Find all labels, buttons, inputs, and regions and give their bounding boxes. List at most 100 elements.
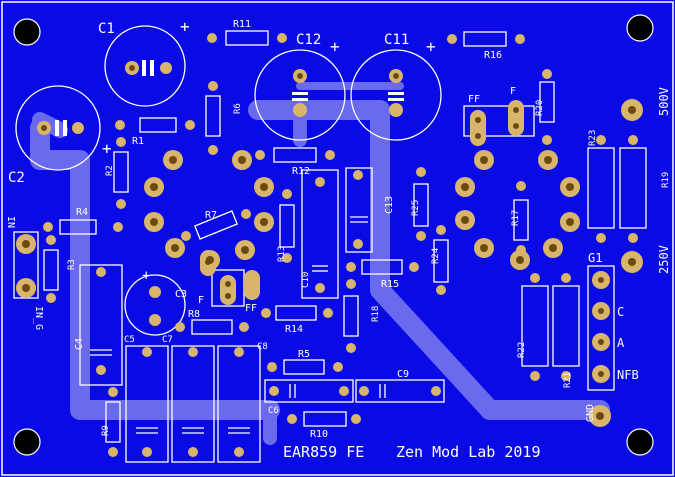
lead [409,262,419,272]
pad-c11-minus [389,103,403,117]
r11-outline [225,30,269,46]
hole [41,125,47,131]
lead [596,233,606,243]
r21-outline [552,285,580,367]
lead [315,177,325,187]
label-ff-left: FF [245,303,257,314]
lead [282,189,292,199]
r2-outline [113,151,129,193]
mounting-hole-bl [13,428,41,456]
lead [353,239,363,249]
label-c-pin: C [617,305,624,319]
r1-outline [139,117,177,133]
label-r10: R10 [310,429,328,440]
label-r2: R2 [105,165,115,176]
lead [108,447,118,457]
pad-c12-minus [293,103,307,117]
lead [142,347,152,357]
label-in: IN [5,216,16,228]
lead [333,362,343,372]
c4-outline [79,264,123,386]
c9-outline [355,379,445,403]
label-c6: C6 [268,406,279,416]
label-plus-c1: + [180,17,190,36]
label-plus-c2: + [102,139,112,158]
hole [544,156,552,164]
lead [208,81,218,91]
hole [150,183,158,191]
r19-outline [619,147,647,229]
hole [598,339,604,345]
hole [598,308,604,314]
hole [393,73,399,79]
lead [207,33,217,43]
hole [260,218,268,226]
hole [22,284,30,292]
label-500v: 500V [657,87,671,116]
cap-symbols [55,60,404,136]
label-plus-c12: + [330,37,340,56]
lead [530,371,540,381]
hole [480,244,488,252]
r20-outline [539,81,555,123]
lead [255,150,265,160]
label-c7: C7 [162,335,173,345]
c12-symbol-2 [292,98,308,101]
r8-outline [191,319,233,335]
hole [238,156,246,164]
label-c12: C12 [296,32,321,48]
hole [549,244,557,252]
lead [359,386,369,396]
label-r14: R14 [285,324,303,335]
label-r16: R16 [484,50,502,61]
label-r24: R24 [431,248,441,264]
pad-ff-left-b [220,275,236,305]
label-r17: R17 [511,210,521,226]
label-r11: R11 [233,19,251,30]
hole [461,183,469,191]
lead-pads [43,33,638,457]
lead [351,414,361,424]
g1-connector [587,265,615,391]
lead [339,386,349,396]
hole [475,133,481,139]
lead [108,387,118,397]
label-r13: R13 [277,246,287,262]
lead [208,145,218,155]
label-plus-c3: + [142,268,150,284]
c11-symbol [388,92,404,95]
lead [113,222,123,232]
lead [115,120,125,130]
lead [46,293,56,303]
lead [530,273,540,283]
lead [628,135,638,145]
mounting-hole-tr [626,14,654,42]
label-r6: R6 [233,103,243,114]
label-c3: C3 [175,289,187,300]
lead [561,371,571,381]
pad-c1-b [160,62,172,74]
label-c9: C9 [397,369,409,380]
lead [287,414,297,424]
hole [513,123,519,129]
label-r18: R18 [371,306,381,322]
label-ff-right: FF [468,94,480,105]
c2-symbol-2 [63,120,67,136]
label-c4: C4 [74,338,85,350]
lead [188,447,198,457]
lead [175,322,185,332]
c7-outline [171,345,215,463]
r13-outline [279,204,295,248]
mounting-hole-br [626,428,654,456]
hole [513,107,519,113]
lead [234,447,244,457]
r25-outline [413,183,429,227]
pad-c3-b [149,314,161,326]
label-in-g: IN_G [33,306,44,330]
r16-outline [463,31,507,47]
trace-ground-loop [30,118,280,420]
label-r23: R23 [588,130,598,146]
silk-labels: C1 C2 C12 C11 C3 C4 C5 C7 C8 C6 C9 C10 C… [5,17,671,461]
r12-outline [273,147,317,163]
